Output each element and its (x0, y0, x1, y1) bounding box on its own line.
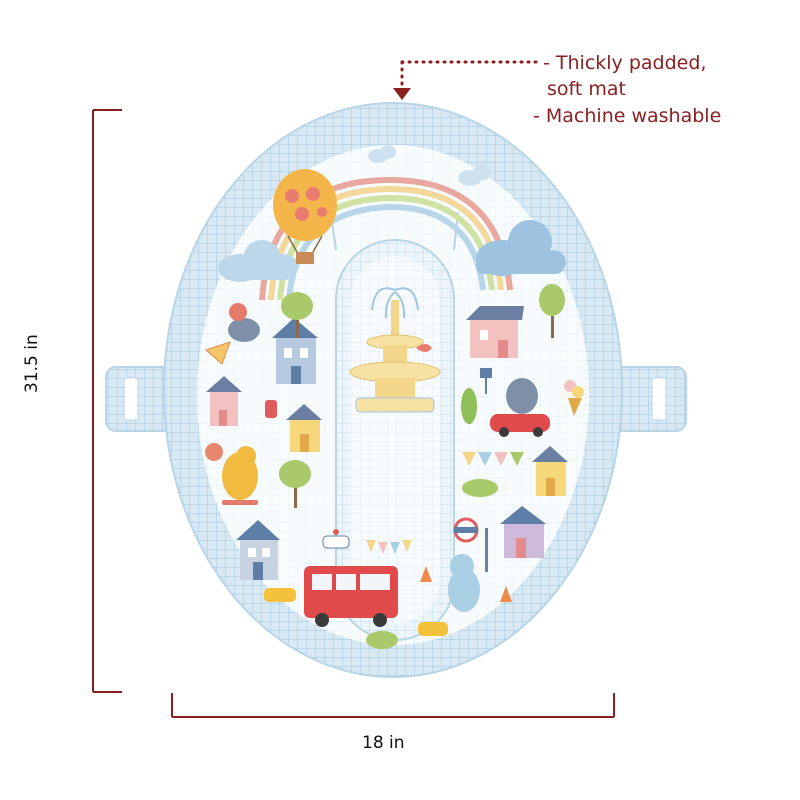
tree-icon (279, 284, 565, 649)
pointer-arrow (393, 60, 540, 100)
feature-soft-mat: soft mat (547, 78, 626, 100)
width-label: 18 in (362, 733, 405, 753)
cloud-right-icon (476, 220, 566, 276)
house-blue-icon (272, 318, 318, 384)
pizza-icon (205, 341, 231, 365)
car-red-icon (490, 414, 550, 437)
cloud-left-icon (218, 240, 298, 282)
width-dimension-line (171, 693, 615, 718)
fire-hydrant-icon (265, 400, 277, 418)
mailbox-icon (480, 368, 492, 394)
house-pink-icon (206, 376, 242, 426)
house-purple-right-icon (500, 506, 546, 558)
bunting-icon (366, 452, 524, 554)
feature-washable: - Machine washable (533, 105, 722, 127)
ice-cream-icon (564, 380, 584, 416)
subway-sign-icon (453, 517, 488, 572)
taxi-icon (264, 588, 448, 636)
dog-skateboard-icon (222, 446, 258, 505)
traffic-cone-icon (420, 566, 512, 602)
house-yellow-right-icon (532, 446, 568, 496)
police-car-icon (322, 529, 350, 549)
feature-padded: - Thickly padded, (543, 52, 707, 74)
house-grey-icon (236, 520, 280, 580)
cloud-small-icon (368, 145, 491, 186)
bird-icon (228, 303, 260, 342)
dog-grey-icon (506, 378, 538, 414)
ball-icon (205, 443, 223, 461)
house-yellow-icon (286, 404, 322, 452)
cat-icon (448, 554, 480, 612)
house-pink-right-icon (466, 306, 524, 358)
height-dimension-line (92, 109, 122, 693)
fountain-icon (349, 287, 441, 413)
bus-icon (304, 566, 398, 627)
hot-air-balloon-icon (273, 169, 337, 264)
